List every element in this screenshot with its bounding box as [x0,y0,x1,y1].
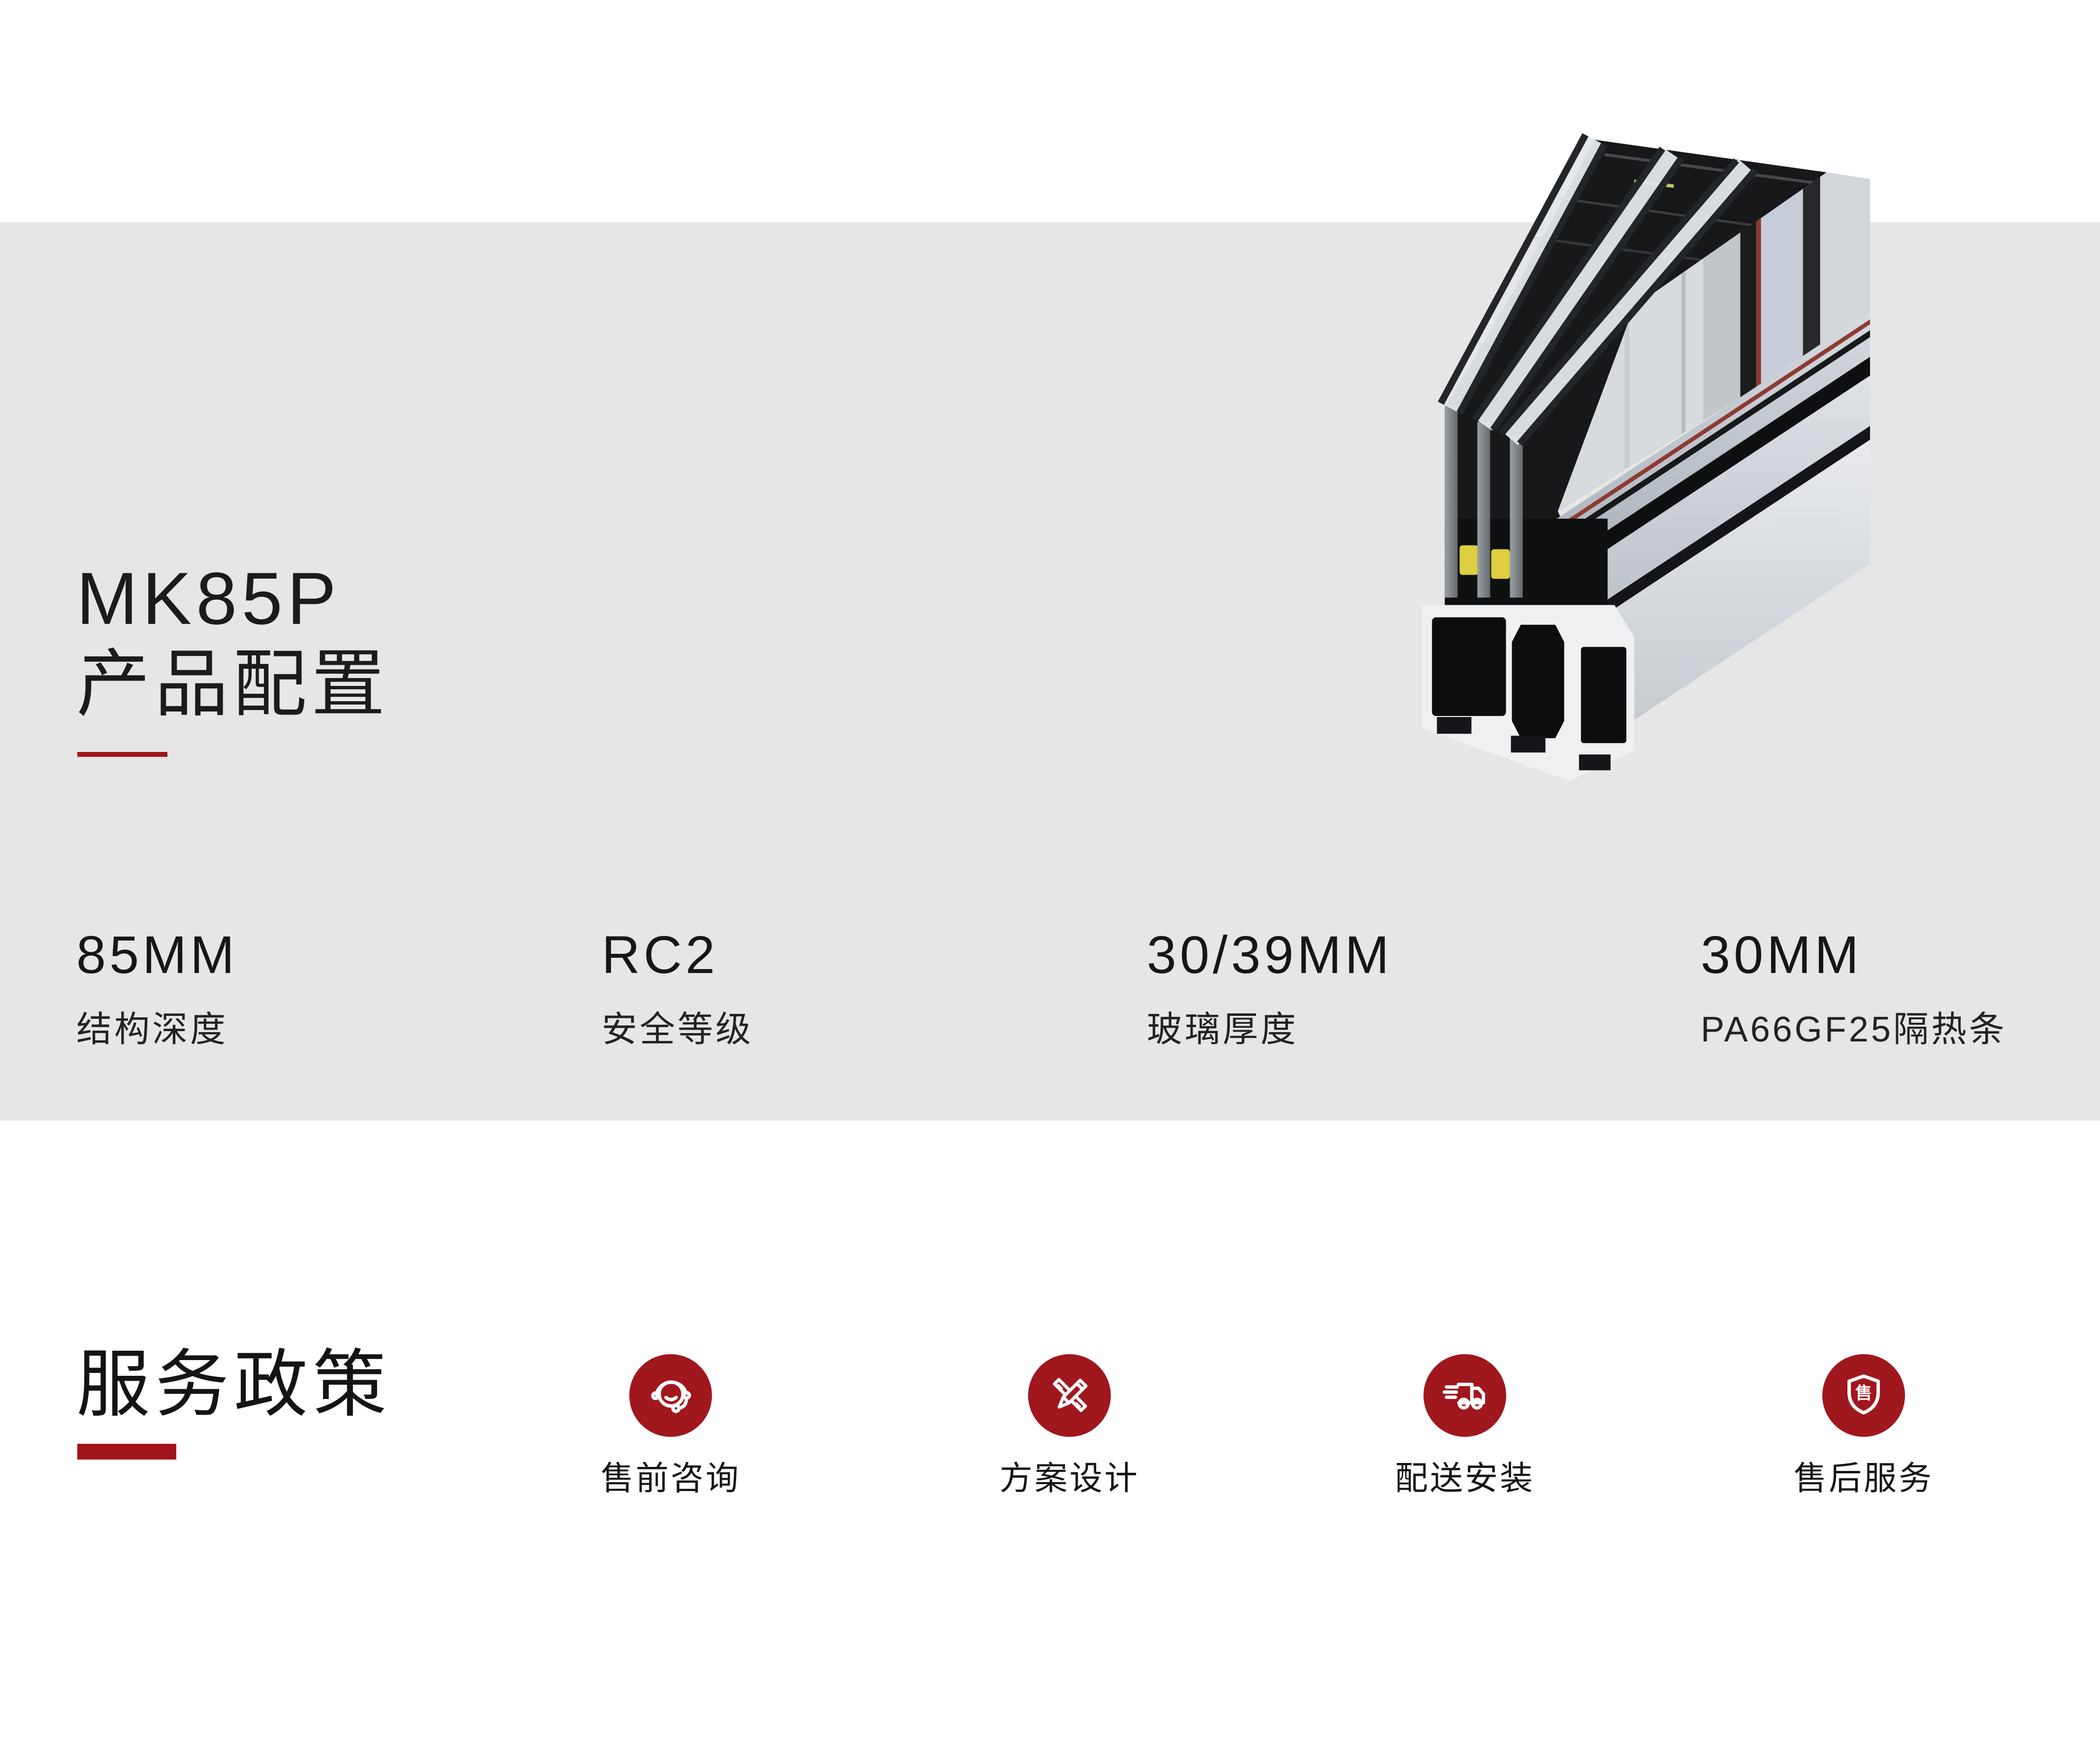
thermal-spacer-strip [1459,545,1479,575]
service-item-label: 售前咨询 [601,1460,741,1497]
glass-edge-bar [1445,405,1458,598]
service-item-delivery: 配送安装 [1361,1354,1568,1497]
service-item-label: 售后服务 [1794,1460,1934,1497]
title-underline-accent [77,752,167,757]
service-title-underline-accent [77,1444,176,1460]
service-item-label: 方案设计 [1000,1460,1139,1497]
service-item-presales: 售前咨询 [567,1354,774,1497]
spec-label: 结构深度 [76,1010,228,1049]
shield-icon: 售 [1822,1354,1905,1437]
profile-gasket-groove-lower [1556,425,1870,647]
spec-label: 玻璃厚度 [1147,1010,1299,1049]
glass-edge-bar [1510,435,1523,598]
spec-label: PA66GF25隔热条 [1701,1010,2007,1049]
glass-edge-bar [1477,422,1490,598]
spec-glass-thickness: 30/39MM 玻璃厚度 [1147,926,1392,1050]
profile-gasket-groove-upper [1556,357,1870,583]
product-image-window-profile [1358,93,1881,787]
product-title-line1: MK85P [76,557,341,640]
window-profile-render [1422,133,1870,781]
service-item-aftersales: 售 售后服务 [1760,1354,1967,1497]
spec-thermal-break: 30MM PA66GF25隔热条 [1701,926,2007,1050]
truck-icon [1423,1354,1506,1437]
spec-value: 30/39MM [1147,925,1393,984]
spec-label: 安全等级 [602,1010,754,1049]
spec-security-class: RC2 安全等级 [602,926,753,1050]
shield-badge-char: 售 [1855,1384,1873,1403]
service-item-label: 配送安装 [1395,1460,1535,1497]
spec-value: 30MM [1701,925,1863,984]
product-title: MK85P 产品配置 [76,555,389,727]
spec-structure-depth: 85MM 结构深度 [76,926,238,1050]
profile-front-face [1556,440,1870,772]
headset-icon [629,1354,712,1437]
spec-value: RC2 [602,925,719,984]
spec-value: 85MM [76,925,238,984]
pencil-ruler-icon [1028,1354,1111,1437]
triple-glazing-panes [1438,133,1758,446]
profile-red-seal-line [1556,319,1870,532]
thermal-spacer-strip [1491,549,1510,579]
service-policy-title: 服务政策 [76,1343,392,1426]
service-item-design: 方案设计 [966,1354,1173,1497]
profile-sill-cross-section [1422,605,1635,781]
product-title-line2: 产品配置 [76,643,390,725]
